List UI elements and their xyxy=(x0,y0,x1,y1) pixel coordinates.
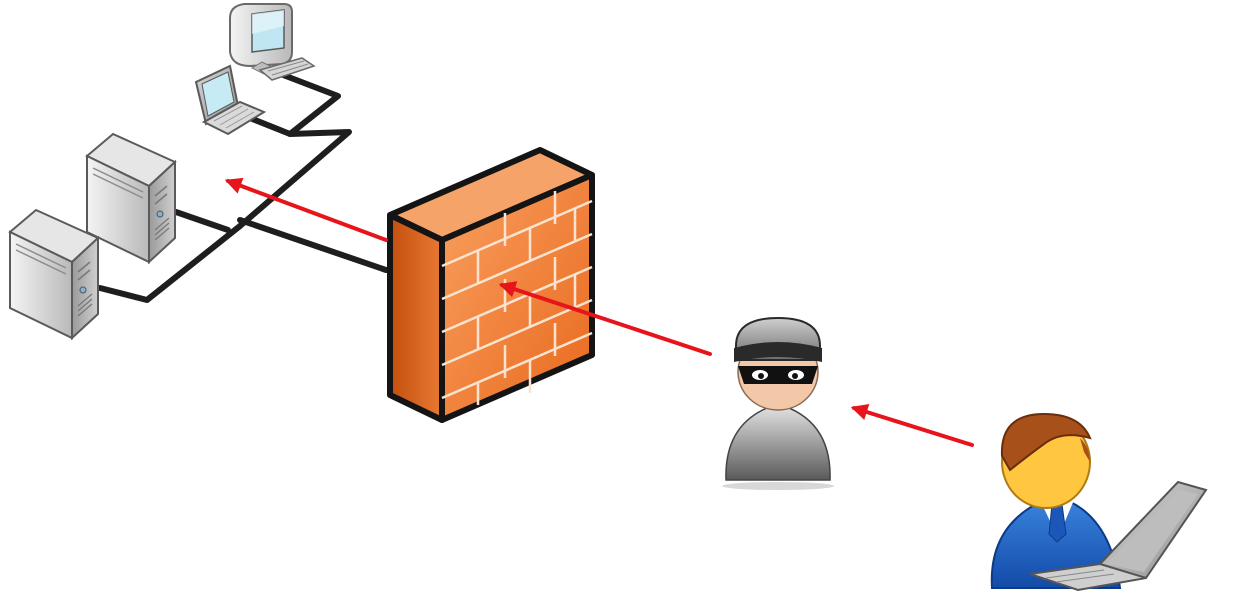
tower-server-icon xyxy=(85,132,177,265)
desktop-computer-icon xyxy=(229,3,316,81)
arrow-firewall-to-server xyxy=(224,177,388,242)
cable-firewall xyxy=(237,217,389,273)
arrow-user-to-attacker xyxy=(850,404,974,447)
arrow-attacker-to-firewall xyxy=(498,281,712,356)
attack-arrows xyxy=(224,177,974,447)
laptop-icon xyxy=(194,64,267,136)
brick-lines xyxy=(441,191,593,405)
cable-server-1 xyxy=(173,209,231,233)
tower-server-icon xyxy=(8,208,100,341)
cable-desktop xyxy=(97,70,352,303)
user-with-laptop-icon xyxy=(990,412,1208,592)
masked-attacker-icon xyxy=(722,316,834,490)
brick-firewall-icon xyxy=(387,147,595,423)
